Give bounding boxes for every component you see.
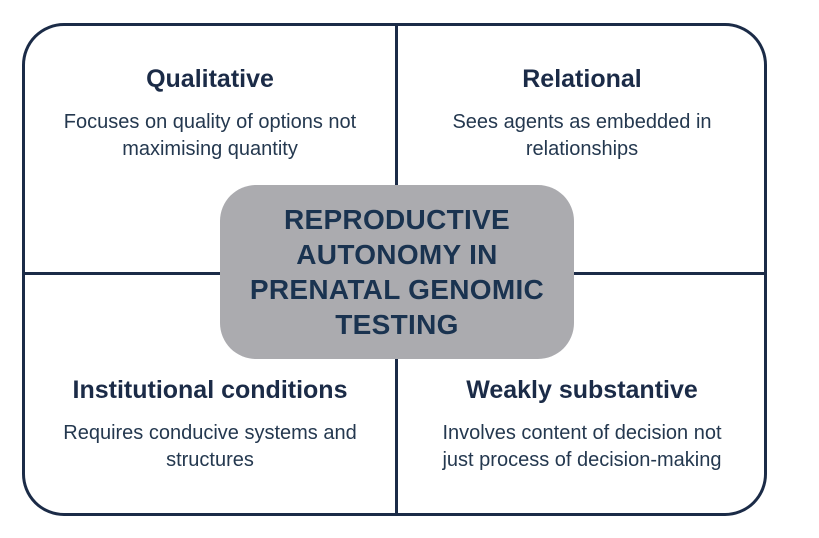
quadrant-bottom-right: Weakly substantive Involves content of d… bbox=[398, 373, 766, 474]
quadrant-bottom-left: Institutional conditions Requires conduc… bbox=[25, 373, 395, 474]
quadrant-top-left: Qualitative Focuses on quality of option… bbox=[25, 62, 395, 163]
quadrant-heading: Weakly substantive bbox=[466, 376, 698, 404]
center-title: REPRODUCTIVE AUTONOMY IN PRENATAL GENOMI… bbox=[249, 204, 545, 340]
quadrant-body: Requires conducive systems and structure… bbox=[63, 422, 357, 471]
quadrant-heading: Institutional conditions bbox=[72, 376, 348, 404]
quadrant-heading: Relational bbox=[522, 65, 642, 93]
quadrant-heading: Qualitative bbox=[146, 65, 274, 93]
quadrant-body: Focuses on quality of options not maximi… bbox=[63, 111, 357, 160]
quadrant-body: Sees agents as embedded in relationships bbox=[452, 111, 712, 160]
quadrant-body: Involves content of decision not just pr… bbox=[442, 422, 722, 471]
quadrant-top-right: Relational Sees agents as embedded in re… bbox=[398, 62, 766, 163]
center-title-box: REPRODUCTIVE AUTONOMY IN PRENATAL GENOMI… bbox=[220, 185, 574, 359]
